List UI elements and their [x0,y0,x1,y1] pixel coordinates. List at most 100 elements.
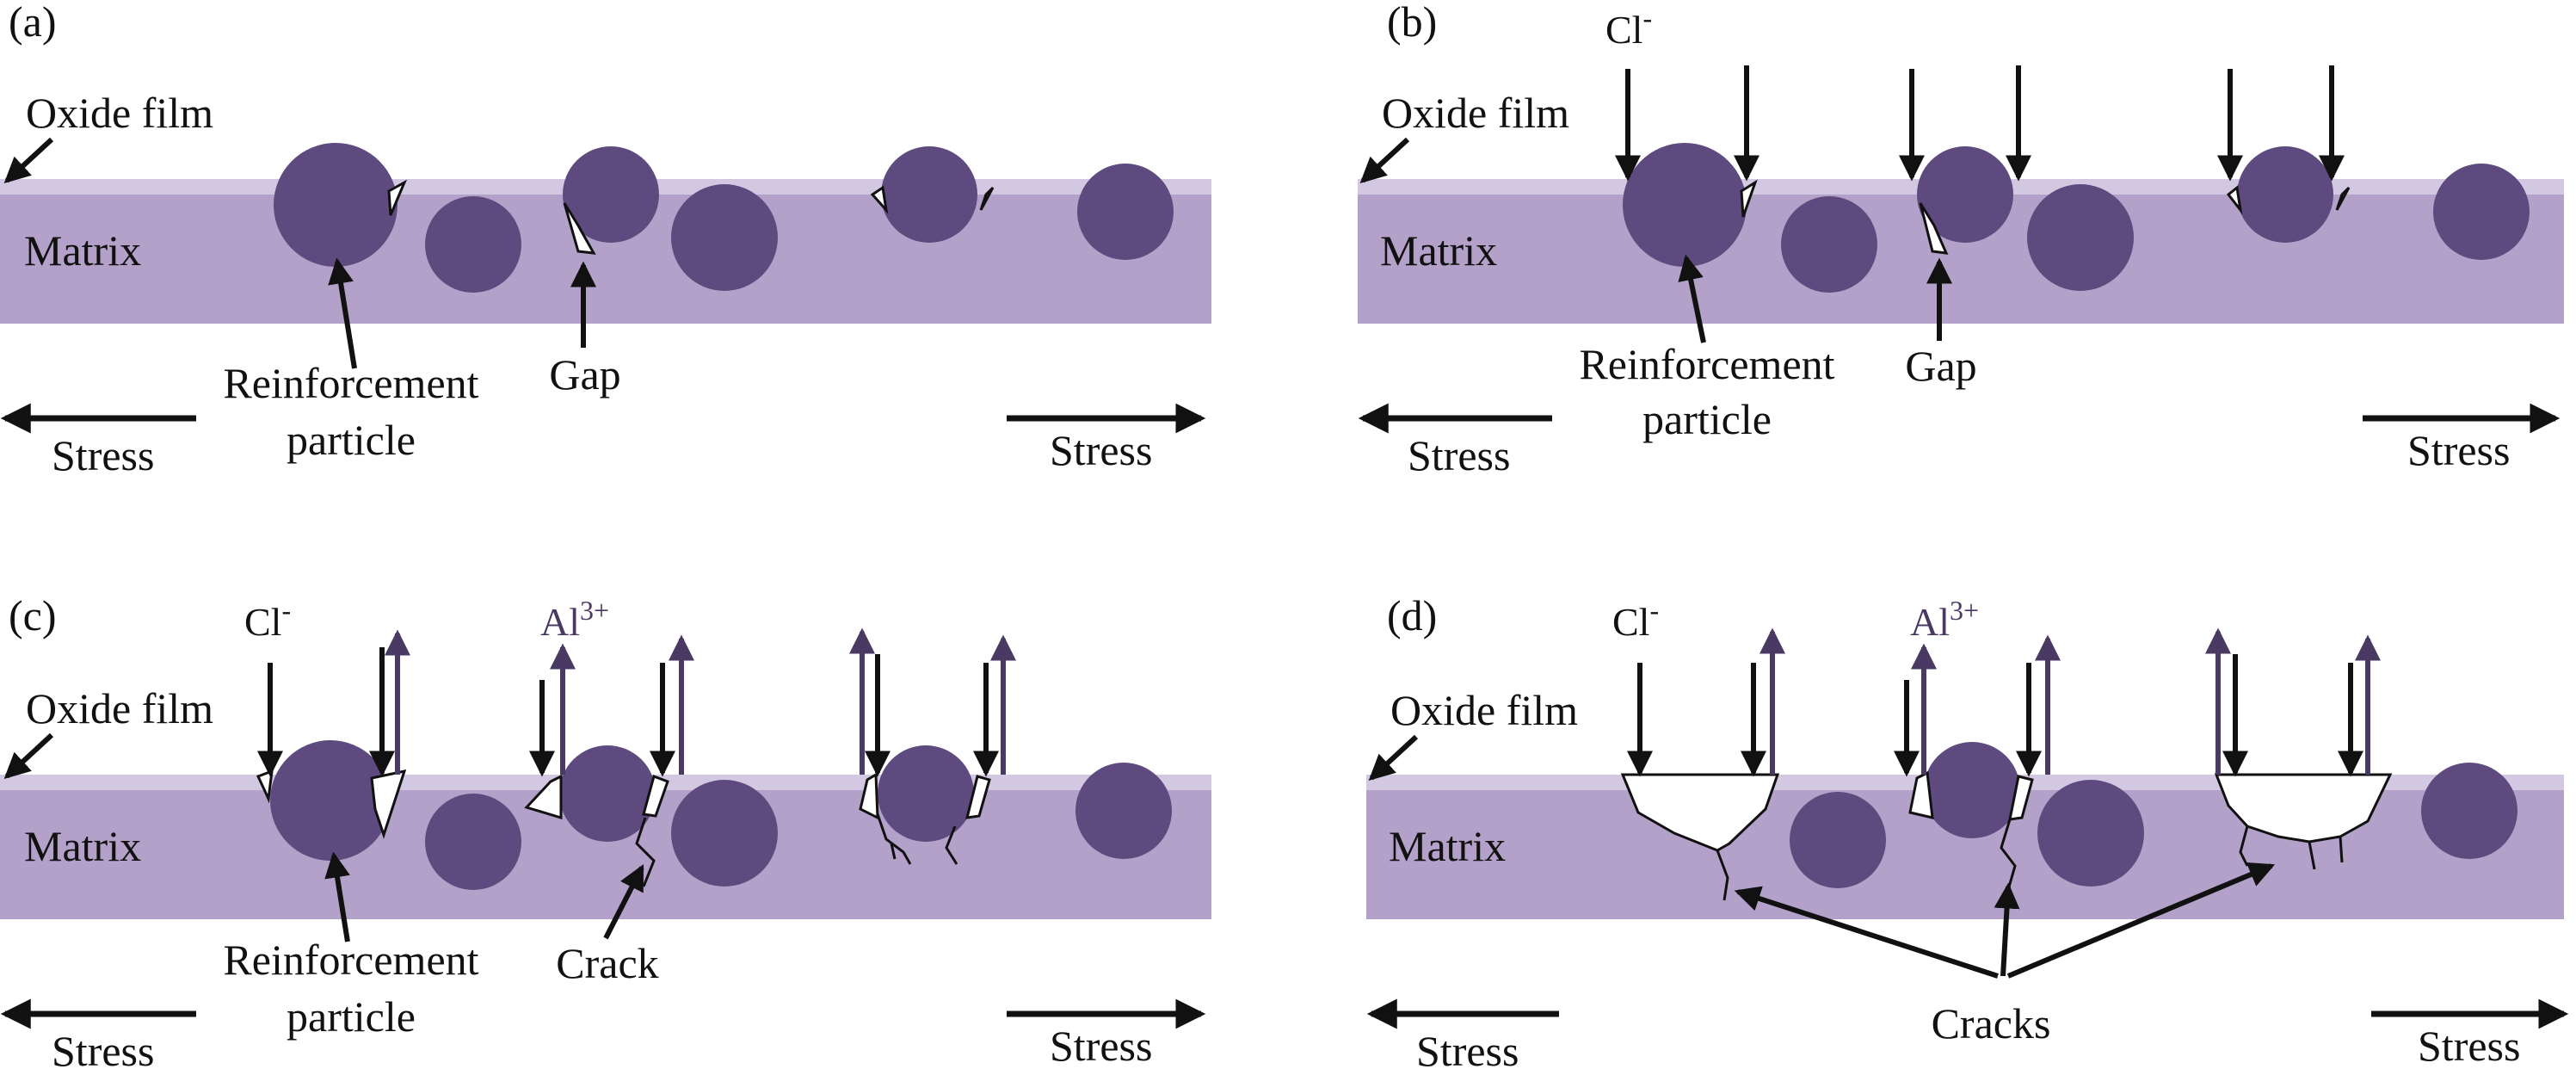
stress-left-label: Stress [1408,431,1510,479]
reinforcement-particle [1917,146,2013,243]
panel-b: (b) Cl- Oxide film Matrix Reinforcement … [1358,0,2564,479]
crack-line [2308,841,2316,870]
reinforcement-particle [2433,164,2530,260]
gap-wedge [1919,202,1949,255]
crack-line [2239,825,2249,867]
reinforcement-label: Reinforcement [223,936,478,984]
stress-right-label: Stress [1050,426,1152,474]
aluminum-ion-label: Al3+ [1910,595,1979,644]
cracks-pointer-arrow [1734,886,1999,979]
panel-label: (b) [1387,0,1437,46]
stress-left-label: Stress [52,431,154,479]
crack-line [890,843,897,860]
reinforcement-particle [1924,742,2020,838]
aluminum-sup: 3+ [580,595,609,626]
gap-wedge [1740,179,1758,218]
matrix-label: Matrix [24,822,141,870]
cracks-pointer-arrow [1994,882,2020,977]
reinforcement-particle [270,740,391,861]
corrosion-pit [1620,773,1780,852]
gap-label: Gap [1905,342,1976,390]
stress-left-label: Stress [52,1027,154,1069]
reinforcement-particle [2037,780,2144,887]
chloride-sup: - [281,595,291,626]
reinforcement-particle [1781,196,1877,293]
crack-line [2000,819,2017,891]
panel-c: (c) Cl- Al3+ Oxide film Ma [0,591,1211,1069]
reinforcement-particle [1077,164,1174,260]
chloride-ion-label: Cl- [244,595,291,644]
gap-wedge [387,179,408,216]
matrix-label: Matrix [24,226,141,275]
crack-label: Crack [556,939,658,987]
aluminum-ion-label: Al3+ [540,595,609,644]
oxide-film-pointer-arrow [3,137,54,184]
reinforcement-particle [559,745,656,842]
reinforcement-particle [563,146,659,243]
crack-line [876,813,912,865]
crack-line [635,817,656,887]
matrix-label: Matrix [1389,822,1506,870]
reinforcement-particle [881,146,977,243]
panel-label: (a) [9,0,57,46]
gap-wedge [2226,185,2243,215]
stress-right-label: Stress [2418,1022,2520,1069]
oxide-film-pointer-arrow [3,732,54,780]
chloride-base: Cl [244,600,281,644]
chloride-sup: - [1642,3,1652,34]
oxide-film-pointer-arrow [1368,734,1419,782]
crack-line [945,825,958,865]
reinforcement-particle [274,143,397,267]
crack-pointer-arrow [603,863,644,940]
stress-right-label: Stress [2407,426,2510,474]
gap-wedge [563,202,596,255]
corrosion-pit [642,775,669,818]
oxide-film-label: Oxide film [1382,89,1569,137]
stress-right-label: Stress [1050,1022,1152,1069]
gap-wedge [2335,186,2351,211]
corrosion-pit [524,774,563,820]
reinforcement-particle [671,184,778,291]
gap-wedge [979,186,995,211]
corrosion-pit [2008,775,2034,821]
cracks-label: Cracks [1932,999,2051,1047]
reinforcement-particle [425,794,521,890]
chloride-base: Cl [1605,8,1642,52]
panel-d: (d) Cl- Al3+ Oxide film Matrix [1366,591,2569,1069]
chloride-base: Cl [1612,600,1649,644]
crack-line [1716,850,1729,901]
reinforcement-label: Reinforcement [1579,340,1834,388]
aluminum-base: Al [540,600,580,644]
particle-label: particle [287,992,416,1041]
reinforcement-label: Reinforcement [223,359,478,407]
oxide-film-pointer-arrow [1359,137,1410,184]
reinforcement-particle [2237,146,2333,243]
particle-label: particle [1642,395,1772,443]
matrix-label: Matrix [1380,226,1497,275]
reinforcement-particle [425,196,521,293]
chloride-ion-label: Cl- [1612,595,1659,644]
reinforcement-particle [2027,184,2134,291]
stress-left-label: Stress [1416,1027,1519,1069]
reinforcement-particle [1075,763,1172,859]
reinforcement-particle [1790,792,1886,888]
panel-label: (d) [1387,591,1437,640]
particle-label: particle [287,416,416,464]
corrosion-pit [965,775,991,819]
reinforcement-particle [671,780,778,887]
oxide-film-label: Oxide film [1390,686,1578,734]
aluminum-sup: 3+ [1950,595,1979,626]
chloride-ion-label: Cl- [1605,3,1652,52]
reinforcement-pointer-arrow [324,851,350,942]
panel-a: (a) Oxide film Matrix Reinforcement part… [0,0,1211,479]
oxide-film-label: Oxide film [26,89,213,137]
reinforcement-pointer-arrow [1678,254,1706,343]
oxide-film-label: Oxide film [26,684,213,732]
panel-label: (c) [9,591,57,640]
chloride-sup: - [1649,595,1659,626]
gap-label: Gap [549,350,620,399]
reinforcement-particle [2421,763,2517,859]
reinforcement-pointer-arrow [328,257,357,369]
gap-wedge [870,185,889,214]
